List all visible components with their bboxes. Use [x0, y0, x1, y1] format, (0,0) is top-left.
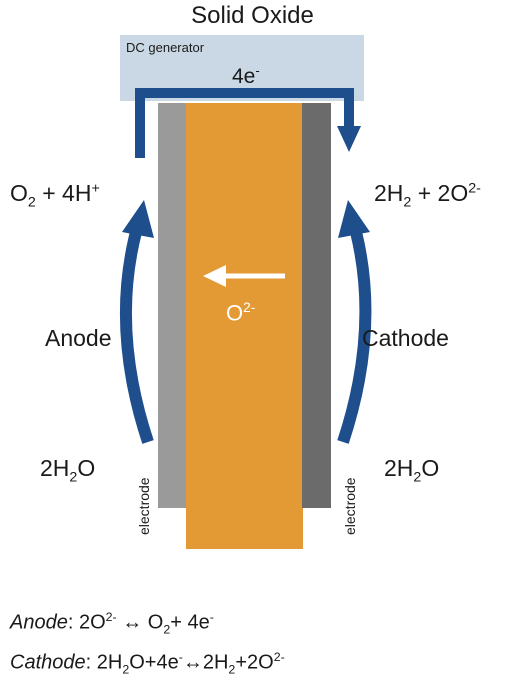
- anode-electrode: [158, 103, 187, 508]
- anode-reactant-label: 2H2O: [40, 455, 96, 486]
- circuit-arrow-head: [337, 126, 361, 152]
- anode-arrow-head: [122, 200, 154, 238]
- circuit-arrow-path: [135, 88, 354, 158]
- cathode-label: Cathode: [362, 325, 449, 351]
- electron-flow-label: 4e-: [232, 63, 260, 88]
- cathode-electrode-label: electrode: [342, 477, 358, 535]
- anode-product-label: O2 + 4H+: [10, 180, 100, 211]
- cathode-equation: Cathode: 2H2O+4e-↔2H2+2O2-: [10, 650, 285, 677]
- cathode-arrow-path: [337, 230, 372, 444]
- anode-electrode-label: electrode: [136, 477, 152, 535]
- cathode-reactant-label: 2H2O: [384, 455, 440, 486]
- cathode-product-label: 2H2 + 2O2-: [374, 180, 481, 211]
- ion-arrow-head: [203, 265, 226, 287]
- diagram-title: Solid Oxide: [191, 2, 314, 29]
- cathode-arrow-head: [338, 200, 370, 238]
- anode-label: Anode: [45, 325, 112, 351]
- anode-equation: Anode: 2O2- ↔ O2+ 4e-: [10, 610, 214, 637]
- anode-arrow-path: [119, 230, 154, 444]
- dc-generator-label: DC generator: [126, 40, 205, 55]
- electrolyte: [186, 103, 303, 549]
- oxide-ion-label: O2-: [226, 300, 256, 326]
- cathode-electrode: [302, 103, 331, 508]
